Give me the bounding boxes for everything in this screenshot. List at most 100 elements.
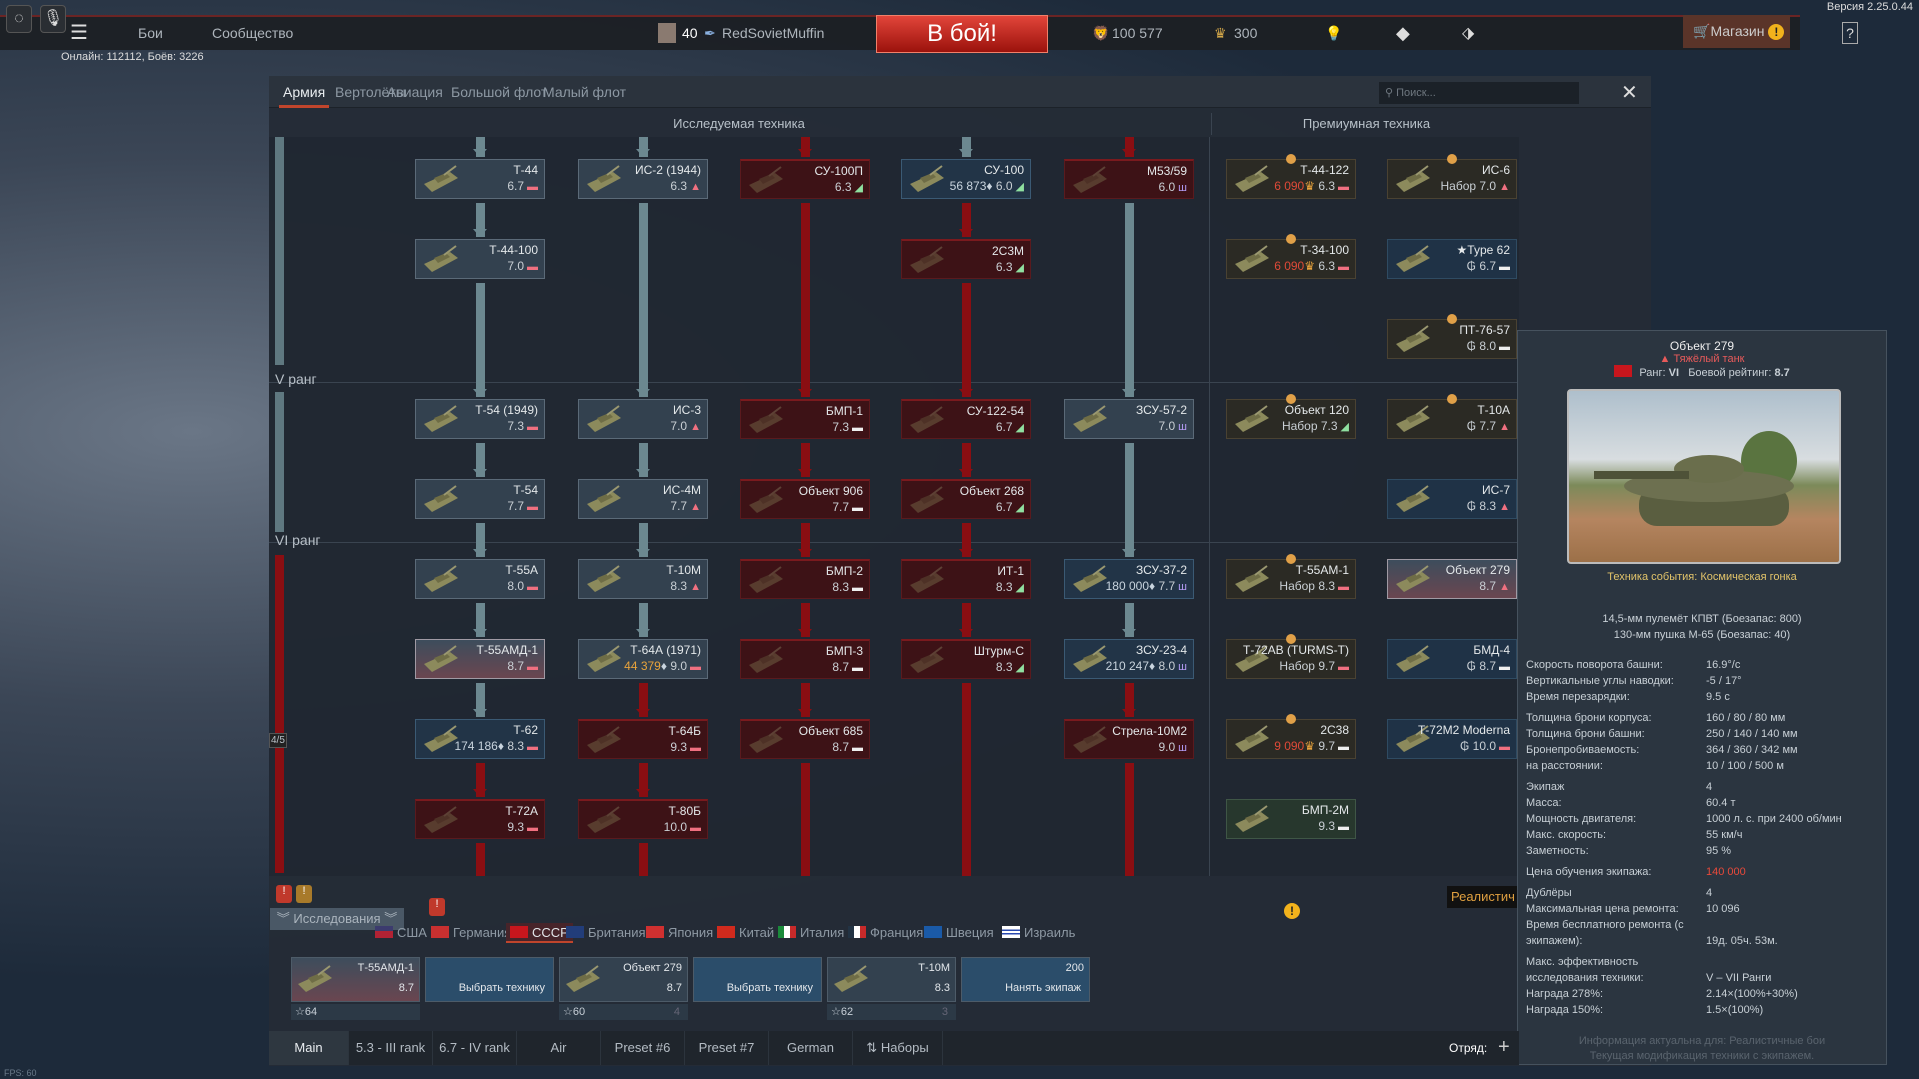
- crew-slot[interactable]: Выбрать технику: [425, 957, 554, 1002]
- lightbulb-icon[interactable]: 💡: [1325, 25, 1343, 41]
- game-mode-selector[interactable]: Реалистич: [1447, 886, 1517, 908]
- country-tab[interactable]: Швеция: [924, 923, 994, 943]
- help-button[interactable]: ?: [1842, 22, 1858, 44]
- country-tab[interactable]: Германия: [431, 923, 511, 943]
- microphone-icon[interactable]: 🎙: [40, 5, 66, 33]
- preset-tab[interactable]: Preset #6: [601, 1031, 685, 1065]
- preset-tab[interactable]: Air: [517, 1031, 601, 1065]
- tab-1[interactable]: Вертолёты: [335, 84, 406, 100]
- preset-tab[interactable]: 5.3 - III rank: [349, 1031, 433, 1065]
- vehicle-card[interactable]: Т-72М2 Moderna₲ 10.0▬: [1387, 719, 1517, 759]
- country-tab[interactable]: США: [375, 923, 427, 943]
- add-squad-icon[interactable]: +: [1498, 1036, 1510, 1058]
- preset-tab[interactable]: ⇅ Наборы: [853, 1031, 943, 1065]
- alert-icon[interactable]: !: [429, 898, 445, 916]
- tab-2[interactable]: Авиация: [387, 84, 443, 100]
- country-tab[interactable]: Италия: [778, 923, 844, 943]
- player-name[interactable]: RedSovietMuffin: [722, 25, 825, 41]
- country-tab[interactable]: Франция: [848, 923, 923, 943]
- menu-icon[interactable]: ☰: [70, 22, 88, 44]
- search-input[interactable]: ⚲ Поиск...: [1379, 82, 1579, 104]
- tab-4[interactable]: Малый флот: [543, 84, 626, 100]
- vehicle-card[interactable]: Т-10А₲ 7.7▲: [1387, 399, 1517, 439]
- battles-menu[interactable]: Бои: [138, 25, 163, 41]
- vehicle-card[interactable]: ★Type 62₲ 6.7▬: [1387, 239, 1517, 279]
- crew-slot[interactable]: Выбрать технику: [693, 957, 822, 1002]
- community-menu[interactable]: Сообщество: [212, 25, 294, 41]
- country-tab[interactable]: Япония: [646, 923, 713, 943]
- avatar[interactable]: [658, 23, 676, 43]
- preset-tab[interactable]: 6.7 - IV rank: [433, 1031, 517, 1065]
- preset-tab[interactable]: Main: [269, 1031, 349, 1065]
- alert-icon[interactable]: !: [276, 885, 292, 903]
- alert-icon[interactable]: !: [296, 885, 312, 903]
- vehicle-card[interactable]: ИС-2 (1944)6.3▲: [578, 159, 708, 199]
- close-icon[interactable]: ✕: [1621, 82, 1638, 104]
- vehicle-card[interactable]: БМД-4₲ 8.7▬: [1387, 639, 1517, 679]
- country-tab[interactable]: СССР: [506, 923, 573, 943]
- research-toggle[interactable]: ︾ Исследования ︾: [270, 908, 404, 930]
- to-battle-button[interactable]: В бой!: [876, 15, 1048, 53]
- vehicle-card[interactable]: Т-54 (1949)7.3▬: [415, 399, 545, 439]
- preset-tab[interactable]: Preset #7: [685, 1031, 769, 1065]
- shop-button[interactable]: 🛒Магазин !: [1683, 15, 1790, 48]
- vehicle-card[interactable]: Т-72АВ (TURMS-T)Набор 9.7▬: [1226, 639, 1356, 679]
- battle-pass-icon[interactable]: ⬗: [1462, 25, 1475, 42]
- preset-tab[interactable]: German: [769, 1031, 853, 1065]
- vehicle-card[interactable]: ИС-7₲ 8.3▲: [1387, 479, 1517, 519]
- country-tab[interactable]: Британия: [566, 923, 646, 943]
- stat-label: Заметность:: [1526, 845, 1589, 857]
- vehicle-card[interactable]: Т-64А (1971)44 379♦ 9.0▬: [578, 639, 708, 679]
- diamond-icon[interactable]: ◆: [1396, 23, 1410, 43]
- tab-0[interactable]: Армия: [279, 76, 330, 108]
- country-tab[interactable]: Израиль: [1002, 923, 1075, 943]
- country-tab[interactable]: Китай: [717, 923, 774, 943]
- tab-3[interactable]: Большой флот: [451, 84, 548, 100]
- vehicle-card[interactable]: ПТ-76-57₲ 8.0▬: [1387, 319, 1517, 359]
- warning-icon[interactable]: !: [1284, 902, 1300, 920]
- reload-icon[interactable]: ◌: [6, 5, 32, 33]
